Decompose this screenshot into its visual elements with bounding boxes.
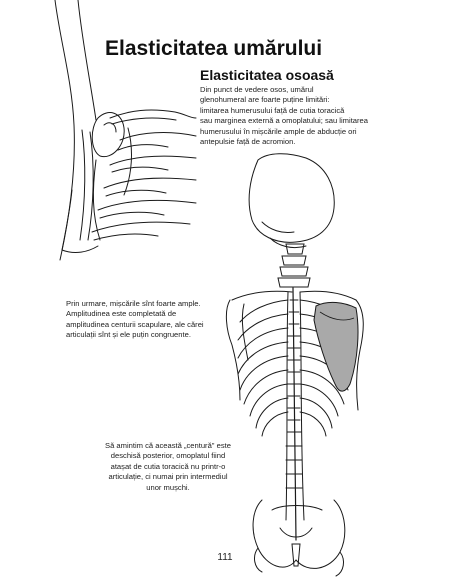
page-title: Elasticitatea umărului — [105, 37, 323, 60]
shoulder-ribcage-drawing — [54, 0, 197, 261]
paragraph-movement-amplitude: Prin urmare, mișcările sînt foarte ample… — [66, 299, 204, 340]
paragraph-bone-elasticity: Din punct de vedere osos, umărul glenohu… — [200, 85, 368, 147]
scapula-highlight — [313, 301, 359, 392]
page-number: 111 — [217, 552, 233, 563]
paragraph-shoulder-girdle: Să amintim că această „centură" este des… — [105, 441, 231, 492]
section-subtitle: Elasticitatea osoasă — [200, 67, 334, 83]
